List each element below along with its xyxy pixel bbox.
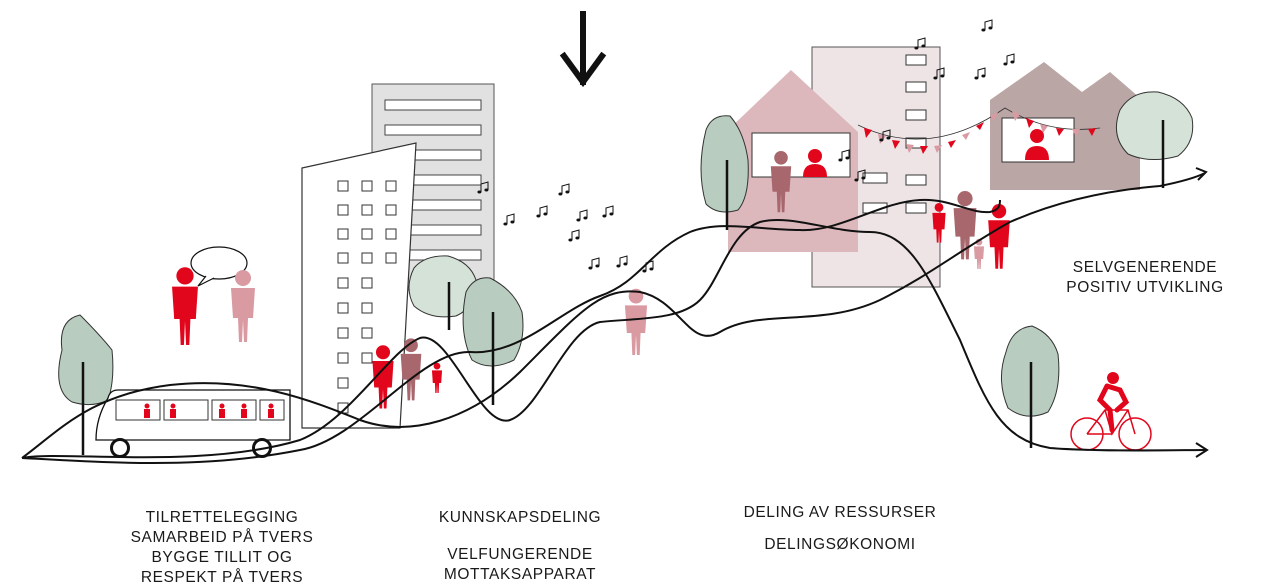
caption-line: BYGGE TILLIT OG	[151, 549, 293, 566]
caption-line: DELING AV RESSURSER	[743, 504, 937, 521]
person-red-talking	[172, 267, 198, 345]
speech-bubble-icon	[190, 246, 248, 287]
caption-positive-development: SELVGENERENDE POSITIV UTVIKLING	[1025, 258, 1265, 298]
bus	[95, 389, 291, 458]
caption-line: SAMARBEID PÅ TVERS	[130, 529, 314, 546]
caption-line: POSITIV UTVIKLING	[1066, 279, 1224, 296]
person-rose-peak	[624, 288, 648, 356]
person-red-window	[803, 149, 827, 177]
tree-left	[58, 314, 114, 455]
caption-line: SELVGENERENDE	[1072, 259, 1218, 276]
tree-hill	[700, 115, 749, 230]
caption-line: VELFUNGERENDE	[447, 546, 593, 563]
caption-line: KUNNSKAPSDELING	[438, 509, 602, 526]
tree-mid	[462, 277, 524, 405]
person-rose-talking	[231, 270, 255, 342]
caption-knowledge-sharing: KUNNSKAPSDELING	[400, 508, 640, 528]
caption-reception: VELFUNGERENDE MOTTAKSAPPARAT	[400, 545, 640, 585]
cyclist-icon	[1070, 372, 1152, 451]
person-red-child	[431, 362, 443, 394]
tree-right-top	[1115, 91, 1194, 188]
person-red-tower	[988, 204, 1010, 269]
caption-resource-sharing: DELING AV RESSURSER	[705, 503, 975, 523]
down-arrow-icon	[559, 11, 607, 88]
caption-stage-1: TILRETTELEGGING SAMARBEID PÅ TVERS BYGGE…	[92, 508, 352, 588]
person-red-window-right	[1025, 129, 1049, 160]
caption-line: RESPEKT PÅ TVERS	[140, 569, 304, 586]
caption-line: DELINGSØKONOMI	[764, 536, 916, 553]
tree-right-bottom	[1001, 325, 1060, 448]
development-curves	[21, 167, 1209, 464]
pink-house	[728, 70, 858, 252]
caption-sharing-economy: DELINGSØKONOMI	[705, 535, 975, 555]
slanted-building	[301, 142, 417, 429]
caption-line: TILRETTELEGGING	[145, 509, 299, 526]
caption-line: MOTTAKSAPPARAT	[443, 566, 597, 583]
